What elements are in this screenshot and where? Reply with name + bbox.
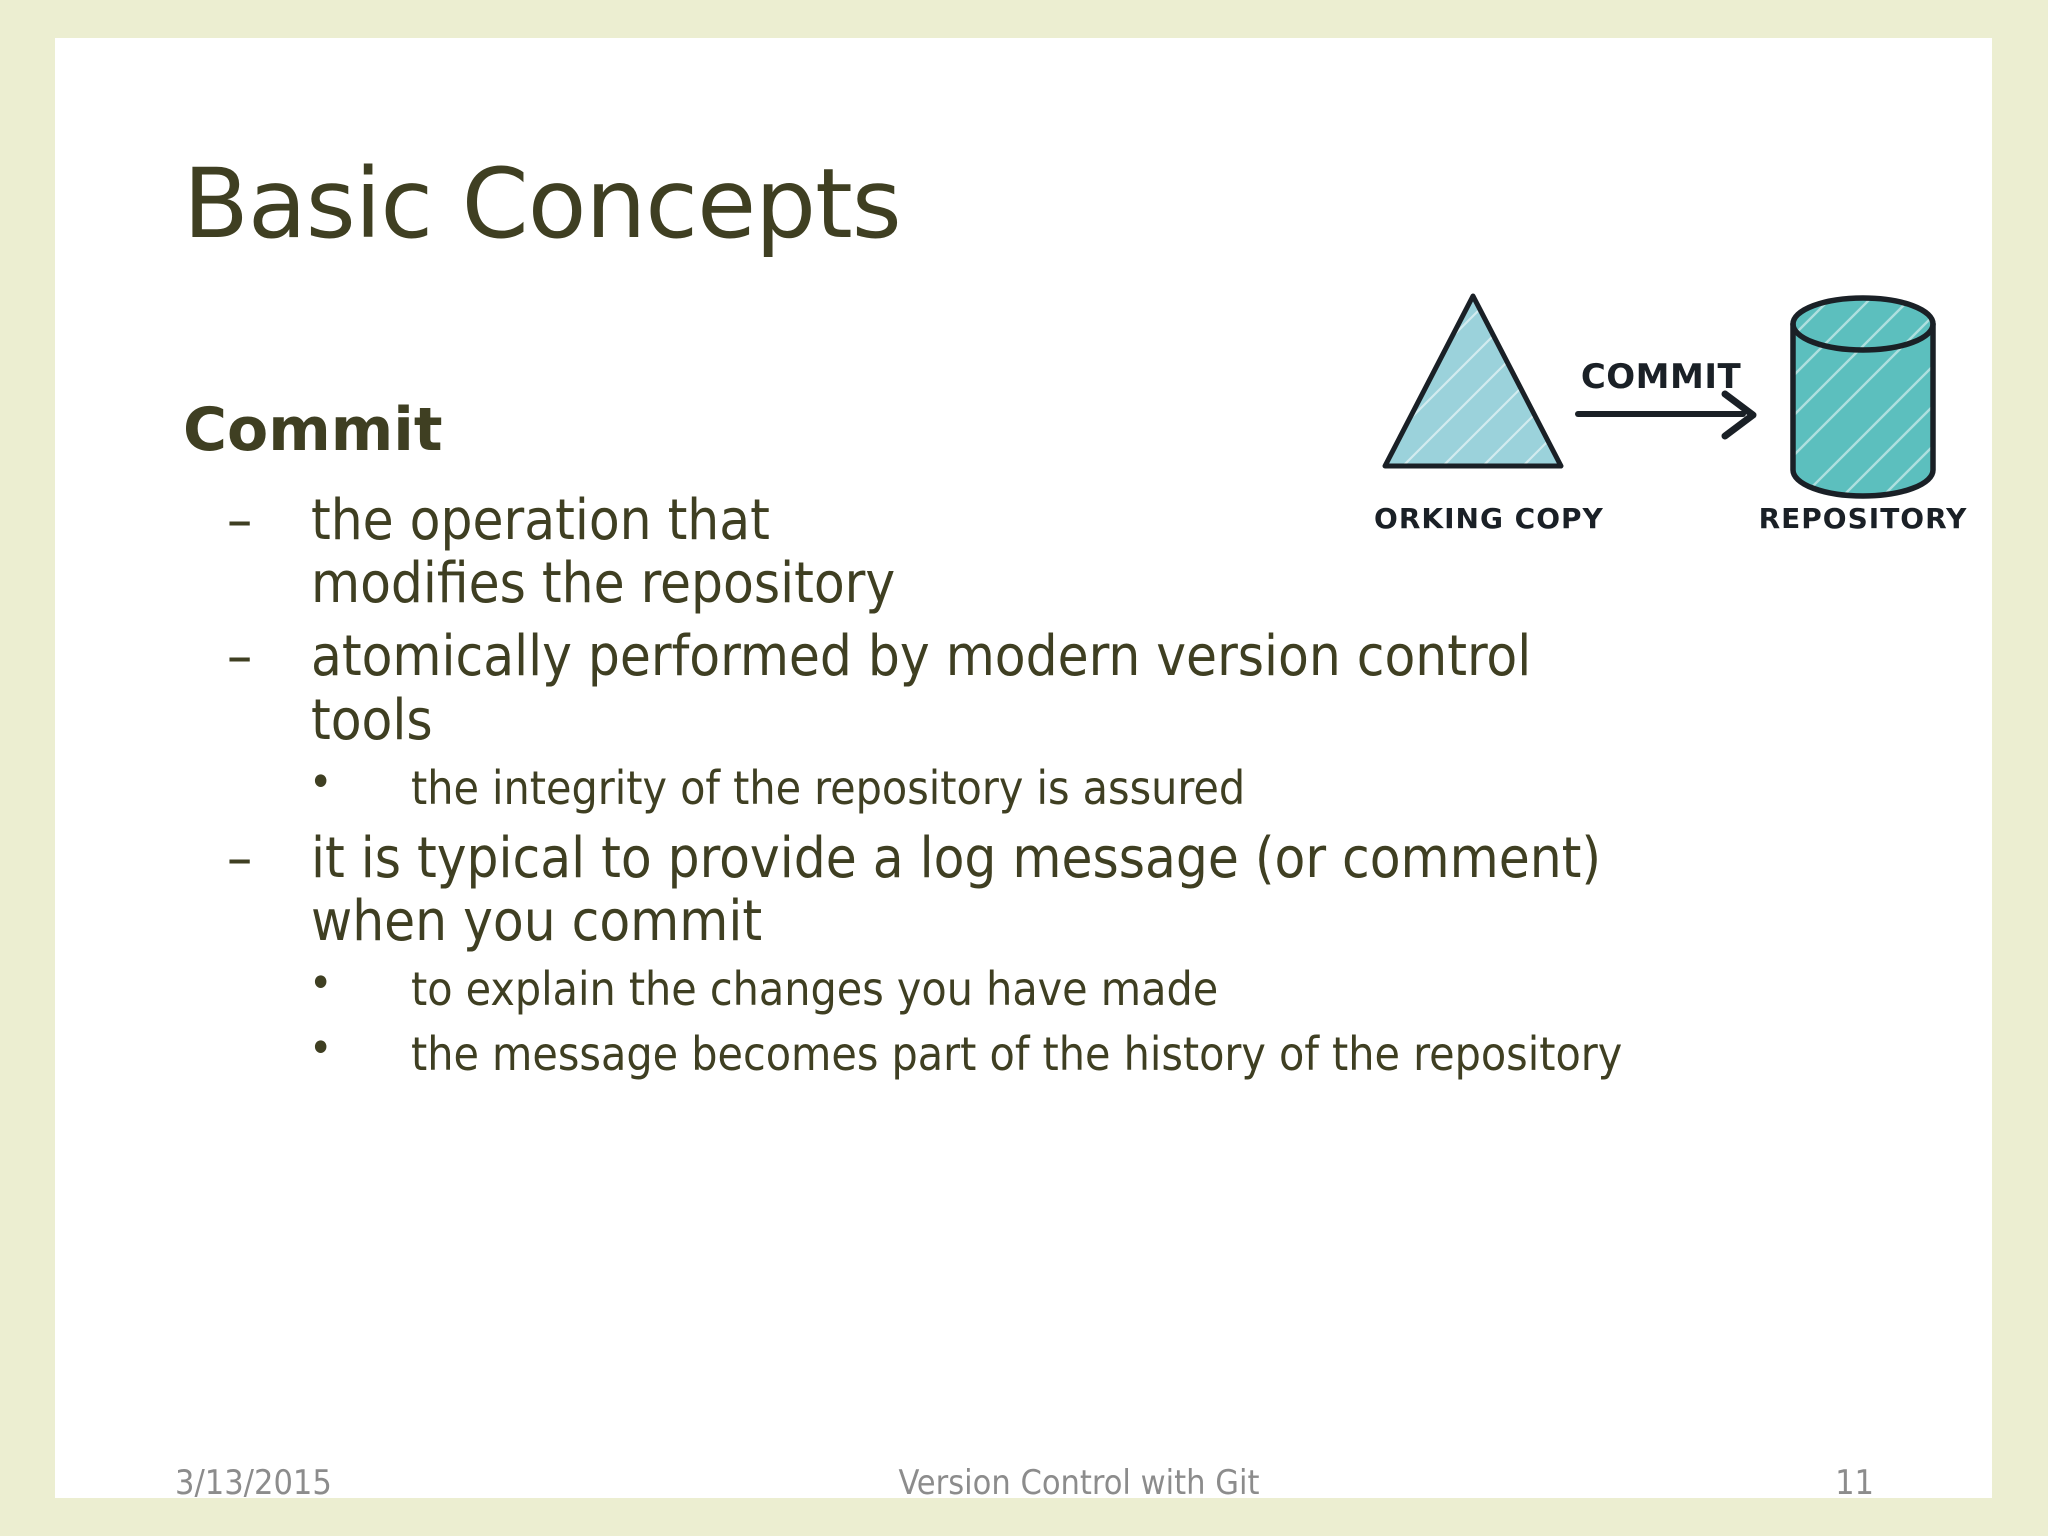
- sub-bullet-item: • the message becomes part of the histor…: [183, 1024, 1883, 1082]
- sub-bullet-line: the integrity of the repository is assur…: [411, 760, 1246, 815]
- sub-bullet-line: to explain the changes you have made: [411, 962, 1219, 1017]
- slide-canvas: Basic Concepts Commit – the operation th…: [55, 38, 1992, 1503]
- footer-date: 3/13/2015: [175, 1463, 332, 1503]
- footer-page-number: 11: [1835, 1463, 1874, 1503]
- repository-label: REPOSITORY: [1759, 502, 1968, 535]
- bullet-line: the operation that: [311, 487, 770, 553]
- footer-deck-title: Version Control with Git: [898, 1463, 1260, 1503]
- repository-cylinder-icon: [1790, 295, 1936, 499]
- en-dash-bullet-icon: –: [227, 487, 253, 553]
- bullet-line: tools: [311, 687, 433, 753]
- round-bullet-icon: •: [309, 756, 333, 808]
- en-dash-bullet-icon: –: [227, 825, 253, 891]
- bullet-item: – the operation that modifies the reposi…: [183, 489, 1883, 616]
- footer-page-wrap: 11: [0, 1463, 1992, 1503]
- commit-diagram-image: COMMIT: [1373, 276, 1973, 548]
- bullet-line: it is typical to provide a log message (…: [311, 825, 1602, 891]
- en-dash-bullet-icon: –: [227, 624, 253, 690]
- bullet-line: modifies the repository: [311, 551, 896, 617]
- bullet-item: – atomically performed by modern version…: [183, 625, 1883, 752]
- section-heading-commit: Commit: [183, 395, 443, 465]
- working-copy-triangle-icon: [1382, 293, 1564, 469]
- page-title: Basic Concepts: [183, 148, 902, 260]
- bullet-line: when you commit: [311, 889, 763, 955]
- sub-bullet-line: the message becomes part of the history …: [411, 1027, 1623, 1082]
- round-bullet-icon: •: [309, 1023, 333, 1075]
- sub-bullet-item: • to explain the changes you have made: [183, 959, 1883, 1017]
- round-bullet-icon: •: [309, 958, 333, 1010]
- slide-body: Commit – the operation that modifies the…: [183, 398, 1883, 1093]
- bullet-item: – it is typical to provide a log message…: [183, 825, 1883, 955]
- commit-arrow-label: COMMIT: [1581, 357, 1742, 397]
- bullet-line: atomically performed by modern version c…: [311, 624, 1532, 690]
- working-copy-label: WORKING COPY: [1373, 502, 1604, 535]
- commit-arrow-icon: [1575, 390, 1757, 440]
- sub-bullet-item: • the integrity of the repository is ass…: [183, 757, 1883, 815]
